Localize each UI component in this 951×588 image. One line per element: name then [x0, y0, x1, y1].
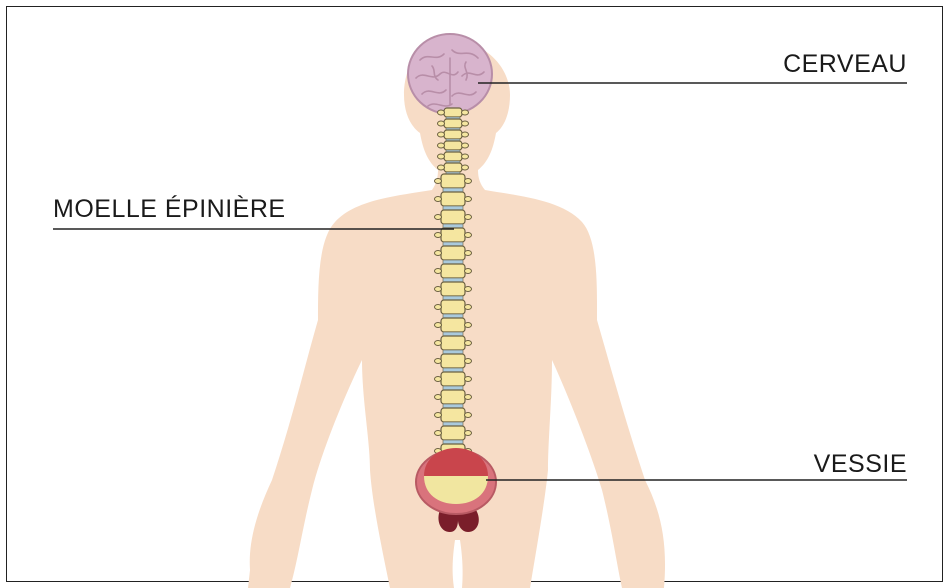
brain-label: CERVEAU [783, 50, 907, 79]
vertebra-process [462, 110, 469, 115]
vertebra-process [438, 143, 445, 148]
vertebra-process [462, 121, 469, 126]
vertebra [441, 426, 465, 440]
vertebra-process [438, 110, 445, 115]
vertebra-process [435, 287, 442, 292]
vertebra-process [465, 359, 472, 364]
vertebra-process [435, 305, 442, 310]
vertebra-process [465, 197, 472, 202]
vertebra [441, 264, 465, 278]
vertebra-process [435, 197, 442, 202]
vertebra-process [465, 251, 472, 256]
vertebra-process [438, 165, 445, 170]
vertebra [441, 228, 465, 242]
vertebra-process [465, 395, 472, 400]
vertebra [444, 152, 462, 161]
vertebra [441, 390, 465, 404]
vertebra [444, 141, 462, 150]
vertebra-process [435, 413, 442, 418]
vertebra-process [462, 132, 469, 137]
vertebra-process [462, 154, 469, 159]
vertebra-process [435, 251, 442, 256]
vertebra-process [465, 323, 472, 328]
vertebra-process [435, 377, 442, 382]
vertebra [441, 300, 465, 314]
vertebra-process [465, 305, 472, 310]
vertebra [444, 108, 462, 117]
vertebra-process [465, 233, 472, 238]
vertebra-process [438, 121, 445, 126]
vertebra-process [435, 395, 442, 400]
vertebra [441, 174, 465, 188]
vertebra [444, 119, 462, 128]
vertebra-process [465, 287, 472, 292]
vertebra [441, 372, 465, 386]
vertebra [441, 246, 465, 260]
vertebra-process [465, 377, 472, 382]
vertebra-process [435, 233, 442, 238]
vertebra [444, 163, 462, 172]
vertebra [441, 282, 465, 296]
vertebra-process [435, 179, 442, 184]
vertebra [441, 318, 465, 332]
vertebra-process [465, 341, 472, 346]
vertebra-process [435, 215, 442, 220]
vertebra-process [435, 341, 442, 346]
vertebra-process [435, 431, 442, 436]
vertebra-process [462, 143, 469, 148]
vertebra-process [435, 323, 442, 328]
vertebra [441, 354, 465, 368]
vertebra-process [462, 165, 469, 170]
vertebra [441, 336, 465, 350]
vertebra [441, 192, 465, 206]
vertebra [441, 408, 465, 422]
vertebra-process [435, 359, 442, 364]
brain-icon [408, 34, 492, 114]
vertebra-process [438, 132, 445, 137]
vertebra-process [465, 179, 472, 184]
vertebra [441, 210, 465, 224]
vertebra-process [465, 413, 472, 418]
vertebra-process [465, 269, 472, 274]
bladder-label: VESSIE [814, 450, 907, 479]
spinal-cord-label: MOELLE ÉPINIÈRE [53, 195, 286, 224]
vertebra [444, 130, 462, 139]
vertebra-process [435, 269, 442, 274]
vertebra-process [465, 431, 472, 436]
vertebra-process [438, 154, 445, 159]
vertebra-process [465, 215, 472, 220]
